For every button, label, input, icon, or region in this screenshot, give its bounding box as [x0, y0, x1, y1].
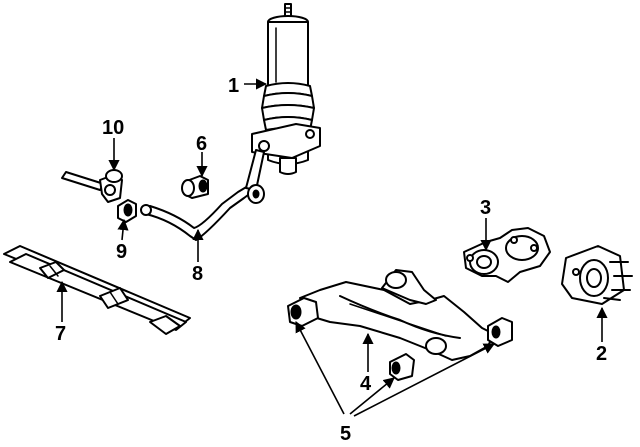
control-arm [299, 269, 495, 361]
arm-bushings [287, 297, 513, 381]
bushing-6 [181, 175, 209, 199]
callout-7: 7 [55, 323, 66, 345]
bushing-9 [117, 199, 137, 223]
callout-10: 10 [102, 117, 124, 139]
leader-lines [56, 78, 608, 417]
stabilizer-link [61, 169, 123, 203]
spring-strap [3, 245, 191, 335]
strut-assembly [251, 3, 321, 175]
callout-2: 2 [596, 343, 607, 365]
callout-9: 9 [116, 241, 127, 263]
callout-5: 5 [340, 423, 351, 445]
callout-6: 6 [196, 133, 207, 155]
callout-8: 8 [192, 263, 203, 285]
callout-4: 4 [360, 373, 372, 395]
hub-bearing [561, 245, 633, 305]
knuckle [463, 227, 551, 283]
callout-3: 3 [480, 197, 491, 219]
callout-numbers: 1 2 3 4 5 6 7 8 9 10 [55, 75, 607, 445]
callout-1: 1 [228, 75, 239, 97]
